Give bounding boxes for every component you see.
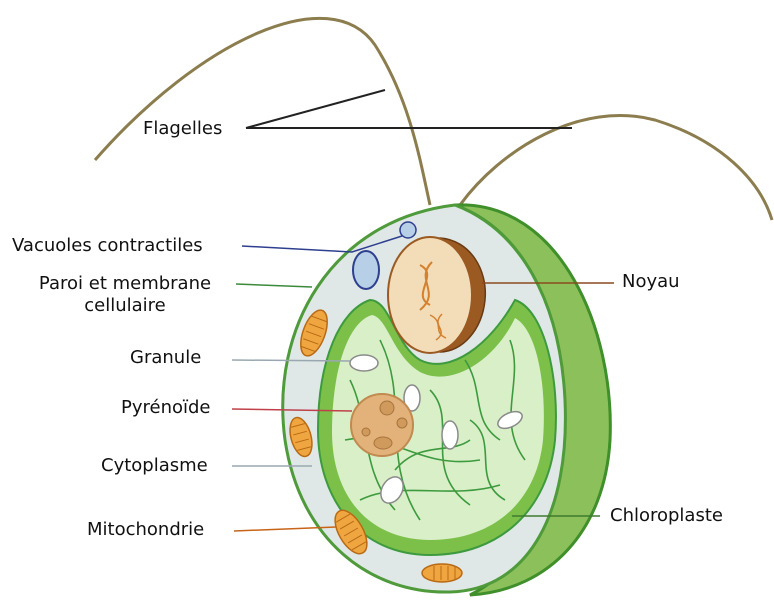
nucleus [388, 237, 485, 353]
flagellum-right [460, 116, 772, 220]
flagellum-left [95, 18, 430, 205]
label-paroi-line1: Paroi et membrane [18, 273, 232, 295]
leader-granule [232, 360, 350, 361]
leader-paroi [236, 284, 312, 287]
label-granule: Granule [130, 347, 201, 369]
label-flagelles: Flagelles [143, 118, 222, 140]
label-paroi-membrane: Paroi et membrane cellulaire [18, 273, 232, 317]
label-pyrenoide: Pyrénoïde [121, 397, 211, 419]
label-paroi-line2: cellulaire [18, 295, 232, 317]
label-chloroplaste: Chloroplaste [610, 505, 723, 527]
label-vacuoles-contractiles: Vacuoles contractiles [12, 235, 203, 257]
leader-flagelles-left [246, 90, 385, 128]
label-cytoplasme: Cytoplasme [101, 455, 208, 477]
label-noyau: Noyau [622, 271, 680, 293]
label-mitochondrie: Mitochondrie [87, 519, 204, 541]
pyrenoid [351, 394, 413, 456]
